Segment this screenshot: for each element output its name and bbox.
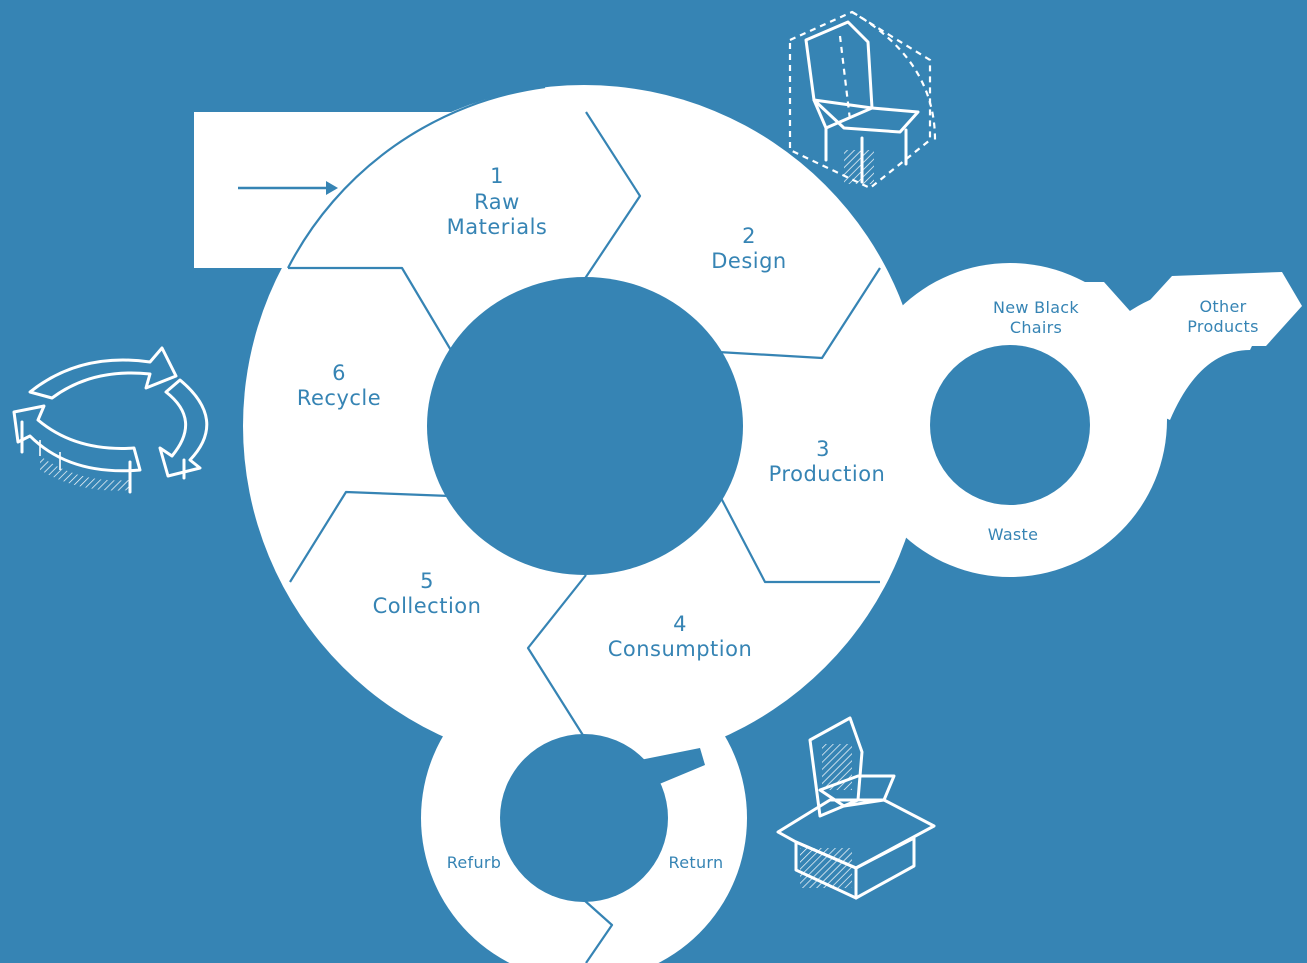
output-new-black-chairs-line2: Chairs (1010, 318, 1062, 337)
input-arrow-icon (326, 181, 338, 195)
stage-5-name: Collection (373, 594, 482, 618)
stage-6-name: Recycle (297, 386, 381, 410)
segment-separators (287, 85, 881, 963)
boxed-chair-icon (776, 716, 936, 900)
stage-5-number: 5 (420, 569, 434, 593)
stage-1-name-2: Materials (447, 215, 548, 239)
bottom-loop-hole (500, 734, 668, 902)
side-loop-labels: New Black Chairs Other Products Waste (988, 297, 1259, 544)
stage-1-name: Raw (474, 190, 520, 214)
stage-1-number: 1 (490, 164, 504, 188)
waste-label: Waste (988, 525, 1039, 544)
stage-3-number: 3 (816, 437, 830, 461)
refurb-label: Refurb (447, 853, 502, 872)
ring-center (427, 277, 743, 575)
stage-3-name: Production (769, 462, 886, 486)
chair-icon (788, 10, 937, 190)
stage-6-number: 6 (332, 361, 346, 385)
output-other-products-line1: Other (1200, 297, 1247, 316)
recycle-arrows-icon (12, 346, 209, 494)
output-other-products-line2: Products (1187, 317, 1259, 336)
input-label: INPUT (238, 145, 325, 178)
stage-4-number: 4 (673, 612, 687, 636)
stage-labels: 1 Raw Materials 2 Design 3 Production 4 … (297, 164, 886, 661)
bottom-loop-gap (640, 748, 705, 790)
input-label-group: INPUT (238, 145, 338, 195)
diagram-shapes (194, 85, 1302, 963)
output-new-black-chairs-line1: New Black (993, 298, 1079, 317)
output-tab-other-products (1130, 272, 1302, 346)
bottom-loop-labels: Refurb Return (447, 853, 724, 872)
return-label: Return (669, 853, 724, 872)
stage-4-name: Consumption (608, 637, 753, 661)
side-loop-hole (930, 345, 1090, 505)
stage-2-number: 2 (742, 224, 756, 248)
output-tab-new-black-chairs (960, 282, 1138, 346)
stage-2-name: Design (711, 249, 787, 273)
